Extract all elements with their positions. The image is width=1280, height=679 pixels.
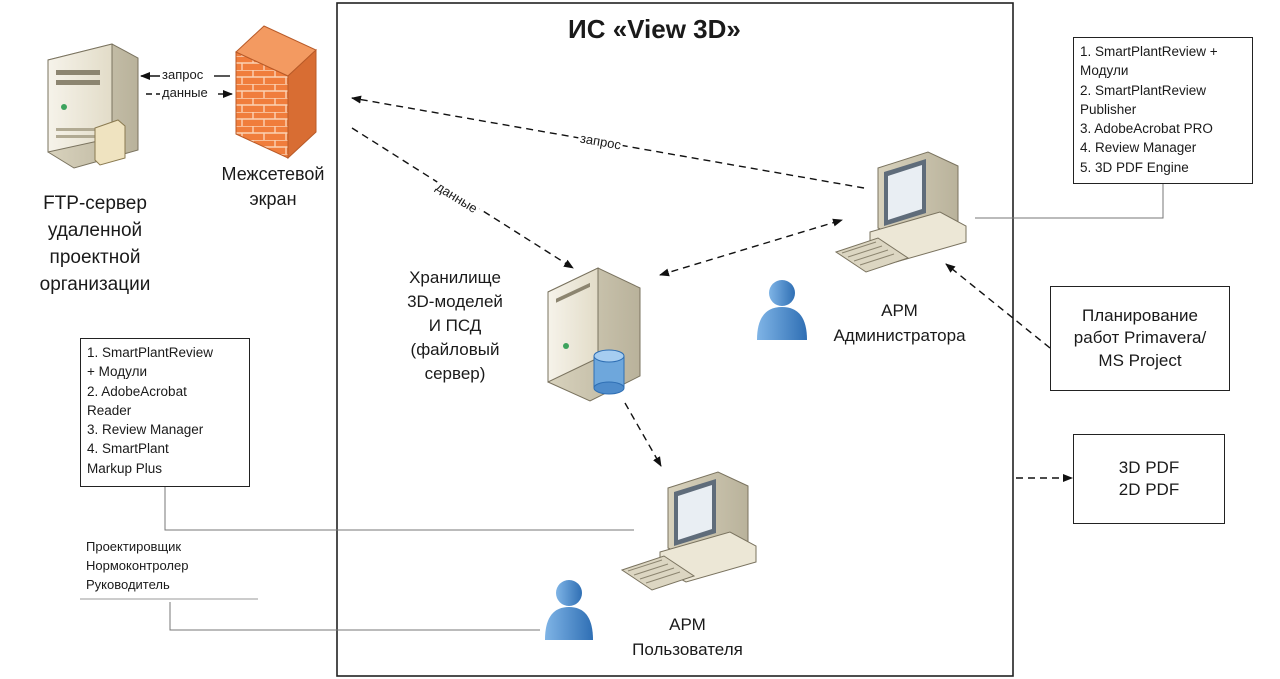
admin-person-icon	[757, 280, 807, 340]
admin-software-item: 1. SmartPlantReview +	[1080, 44, 1218, 59]
user-role: Проектировщик	[86, 539, 182, 554]
user-software-item: 1. SmartPlantReview	[87, 345, 214, 360]
admin-software-item: 2. SmartPlantReview	[1080, 82, 1207, 98]
admin-software-box: 1. SmartPlantReview + Модули 2. SmartPla…	[1073, 37, 1253, 184]
user-software-item: Reader	[87, 402, 132, 418]
user-roles-list: Проектировщик Нормоконтролер Руководител…	[86, 537, 188, 594]
admin-software-item: Модули	[1080, 63, 1129, 79]
ftp-server-icon	[47, 43, 139, 169]
user-role: Нормоконтролер	[86, 558, 189, 573]
planning-admin-arrow	[945, 263, 1051, 349]
admin-software-item: Publisher	[1080, 101, 1137, 117]
admin-request-arrow	[351, 95, 865, 189]
roles-connector	[169, 602, 540, 631]
output-formats-box: 3D PDF 2D PDF	[1073, 434, 1225, 524]
storage-server-icon	[547, 267, 641, 402]
user-person-icon	[545, 580, 593, 640]
ftp-data-label: данные	[162, 85, 208, 100]
user-role: Руководитель	[86, 577, 170, 592]
ftp-server-label: FTP-сервер удаленной проектной организац…	[39, 193, 151, 295]
admin-software-item: 4. Review Manager	[1080, 140, 1197, 156]
user-software-item: + Модули	[87, 364, 147, 380]
storage-user-arrow	[624, 402, 662, 467]
planning-box: Планирование работ Primavera/ MS Project	[1050, 286, 1230, 391]
admin-software-connector	[975, 184, 1164, 219]
admin-workstation-label: АРМ Администратора	[833, 301, 966, 345]
system-title: ИС «View 3D»	[568, 14, 741, 44]
user-workstation-label: АРМ Пользователя	[632, 615, 743, 659]
admin-software-item: 3. AdobeAcrobat PRO	[1080, 121, 1213, 137]
admin-software-item: 5. 3D PDF Engine	[1080, 159, 1189, 175]
user-software-connector	[164, 487, 634, 531]
system-boundary	[336, 2, 1014, 677]
user-software-item: 4. SmartPlant	[87, 441, 169, 457]
user-software-item: 2. AdobeAcrobat	[87, 383, 187, 399]
storage-data-arrow	[351, 127, 574, 269]
storage-admin-arrow	[659, 218, 843, 277]
user-software-item: 3. Review Manager	[87, 422, 204, 438]
user-workstation-icon	[620, 471, 757, 591]
storage-label: Хранилище 3D-моделей И ПСД (файловый сер…	[407, 268, 503, 383]
firewall-icon	[235, 25, 317, 160]
firewall-label: Межсетевой экран	[221, 164, 325, 209]
user-software-box: 1. SmartPlantReview + Модули 2. AdobeAcr…	[80, 338, 250, 487]
user-software-item: Markup Plus	[87, 460, 163, 476]
ftp-request-label: запрос	[162, 67, 204, 82]
admin-workstation-icon	[834, 151, 967, 273]
